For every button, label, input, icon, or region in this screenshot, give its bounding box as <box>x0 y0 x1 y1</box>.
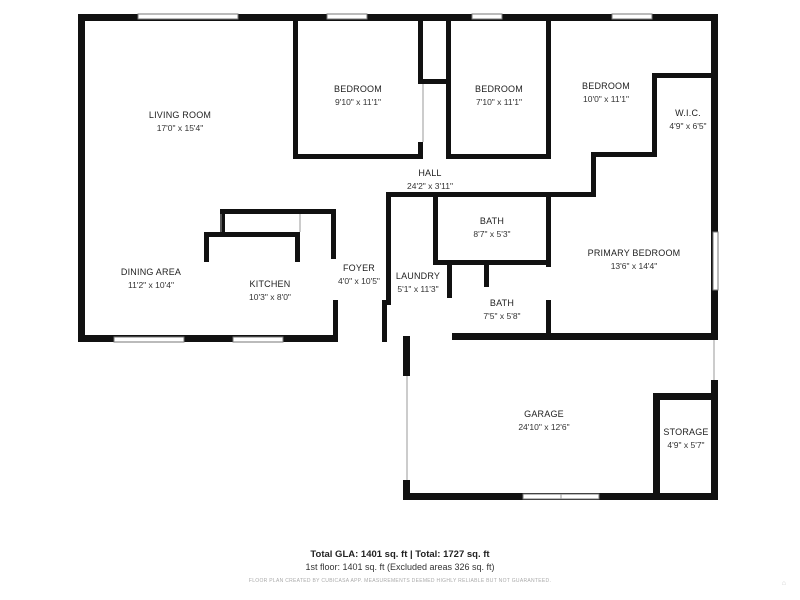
thin-lines <box>220 84 715 480</box>
foyer-name: FOYER <box>343 263 375 273</box>
bath-2-dims: 7'5" x 5'8" <box>483 311 520 321</box>
bedroom-2-dims: 7'10" x 11'1" <box>476 97 522 107</box>
bath-2-name: BATH <box>490 298 514 308</box>
bedroom-3-dims: 10'0" x 11'1" <box>583 94 629 104</box>
primary-bedroom-dims: 13'6" x 14'4" <box>611 261 658 271</box>
garage-name: GARAGE <box>524 409 564 419</box>
primary-bedroom-name: PRIMARY BEDROOM <box>588 248 681 258</box>
bedroom-2-name: BEDROOM <box>475 84 523 94</box>
kitchen-name: KITCHEN <box>250 279 291 289</box>
living-room-dims: 17'0" x 15'4" <box>157 123 204 133</box>
storage-dims: 4'9" x 5'7" <box>667 440 704 450</box>
brand-logo-icon: ⌂ <box>781 580 786 587</box>
floor-area: 1st floor: 1401 sq. ft (Excluded areas 3… <box>305 562 495 572</box>
bedroom-1-name: BEDROOM <box>334 84 382 94</box>
bath-1-name: BATH <box>480 216 504 226</box>
kitchen-dims: 10'3" x 8'0" <box>249 292 291 302</box>
hall-name: HALL <box>418 168 441 178</box>
windows <box>113 13 719 500</box>
area-totals: Total GLA: 1401 sq. ft | Total: 1727 sq.… <box>310 549 490 560</box>
living-room-name: LIVING ROOM <box>149 110 211 120</box>
wic-dims: 4'9" x 6'5" <box>669 121 706 131</box>
dining-area-dims: 11'2" x 10'4" <box>128 280 174 290</box>
dining-area-name: DINING AREA <box>121 267 181 277</box>
foyer-dims: 4'0" x 10'5" <box>338 276 380 286</box>
bedroom-3-name: BEDROOM <box>582 81 630 91</box>
bath-1-dims: 8'7" x 5'3" <box>473 229 510 239</box>
room-labels: LIVING ROOM 17'0" x 15'4" BEDROOM 9'10" … <box>121 81 709 450</box>
laundry-name: LAUNDRY <box>396 271 440 281</box>
storage-name: STORAGE <box>663 427 708 437</box>
garage-dims: 24'10" x 12'6" <box>518 422 569 432</box>
hall-dims: 24'2" x 3'11" <box>407 181 453 191</box>
wic-name: W.I.C. <box>675 108 701 118</box>
laundry-dims: 5'1" x 11'3" <box>397 284 438 294</box>
disclaimer: FLOOR PLAN CREATED BY CUBICASA APP. MEAS… <box>248 578 552 584</box>
bedroom-1-dims: 9'10" x 11'1" <box>335 97 381 107</box>
